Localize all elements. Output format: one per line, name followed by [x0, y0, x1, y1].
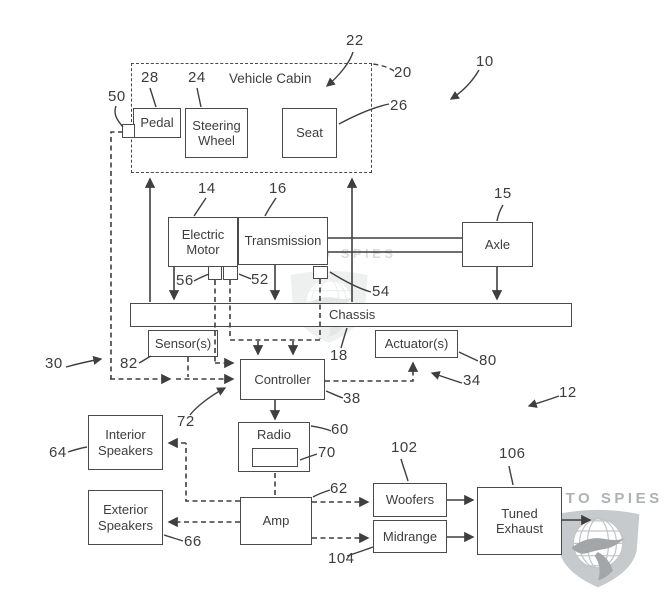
- actuators-label: Actuator(s): [385, 336, 449, 351]
- watermark-shield-icon: [552, 502, 644, 590]
- midrange-label: Midrange: [383, 529, 437, 544]
- ref-56: 56: [176, 272, 194, 289]
- transmission-box: Transmission: [238, 217, 328, 265]
- ref-60: 60: [331, 421, 349, 438]
- ref-66: 66: [184, 533, 202, 550]
- ref-18: 18: [330, 347, 348, 364]
- axle-box: Axle: [462, 222, 533, 267]
- radio-display-box: [252, 448, 298, 467]
- sensors-box: Sensor(s): [148, 330, 218, 357]
- ref-82: 82: [120, 355, 138, 372]
- interior-speakers-box: Interior Speakers: [88, 415, 163, 470]
- woofers-label: Woofers: [386, 492, 434, 507]
- ref-28: 28: [141, 69, 159, 86]
- electric-motor-box: Electric Motor: [168, 217, 238, 267]
- axle-label: Axle: [485, 237, 510, 252]
- sensors-label: Sensor(s): [155, 336, 211, 351]
- ref-24: 24: [188, 69, 206, 86]
- vehicle-cabin-label: Vehicle Cabin: [229, 71, 312, 87]
- tuned-exhaust-label: Tuned Exhaust: [478, 506, 561, 537]
- transmission-label: Transmission: [245, 233, 322, 248]
- exterior-speakers-label: Exterior Speakers: [89, 502, 162, 533]
- ref-14: 14: [198, 180, 216, 197]
- amp-box: Amp: [240, 497, 312, 545]
- woofers-box: Woofers: [373, 483, 447, 517]
- ref-34: 34: [463, 372, 481, 389]
- tuned-exhaust-box: Tuned Exhaust: [477, 487, 562, 555]
- electric-motor-label: Electric Motor: [169, 227, 237, 258]
- amp-label: Amp: [263, 513, 290, 528]
- ref-38: 38: [343, 390, 361, 407]
- ref-16: 16: [269, 180, 287, 197]
- pedal-label: Pedal: [140, 115, 173, 130]
- ref-15: 15: [494, 185, 512, 202]
- motor-sensor-stub-box: [208, 266, 222, 280]
- ref-106: 106: [499, 445, 526, 462]
- actuators-box: Actuator(s): [375, 330, 458, 358]
- interior-speakers-label: Interior Speakers: [89, 427, 162, 458]
- ref-52: 52: [251, 271, 269, 288]
- chassis-bar: Chassis: [130, 303, 572, 327]
- steering-wheel-box: Steering Wheel: [185, 108, 248, 158]
- ref-70: 70: [318, 444, 336, 461]
- motor-sensor-stub2-box: [223, 266, 238, 280]
- ref-12: 12: [559, 384, 577, 401]
- steering-wheel-label: Steering Wheel: [186, 118, 247, 149]
- ref-72: 72: [177, 413, 195, 430]
- ref-26: 26: [390, 97, 408, 114]
- radio-label: Radio: [257, 427, 291, 442]
- ref-64: 64: [49, 444, 67, 461]
- transmission-sensor-stub-box: [313, 266, 328, 279]
- ref-30: 30: [45, 355, 63, 372]
- ref-50: 50: [108, 88, 126, 105]
- ref-10: 10: [476, 53, 494, 70]
- ref-62: 62: [330, 480, 348, 497]
- pedal-sensor-stub-box: [122, 124, 135, 138]
- ref-104: 104: [328, 550, 355, 567]
- seat-box: Seat: [282, 108, 337, 158]
- ref-102: 102: [391, 439, 418, 456]
- ref-80: 80: [479, 352, 497, 369]
- controller-label: Controller: [254, 372, 310, 387]
- ref-22: 22: [346, 32, 364, 49]
- ref-20: 20: [394, 64, 412, 81]
- exterior-speakers-box: Exterior Speakers: [88, 490, 163, 545]
- midrange-box: Midrange: [373, 520, 447, 553]
- controller-box: Controller: [240, 359, 325, 400]
- chassis-label: Chassis: [329, 307, 375, 322]
- ref-54: 54: [372, 283, 390, 300]
- seat-label: Seat: [296, 125, 323, 140]
- pedal-box: Pedal: [133, 108, 181, 138]
